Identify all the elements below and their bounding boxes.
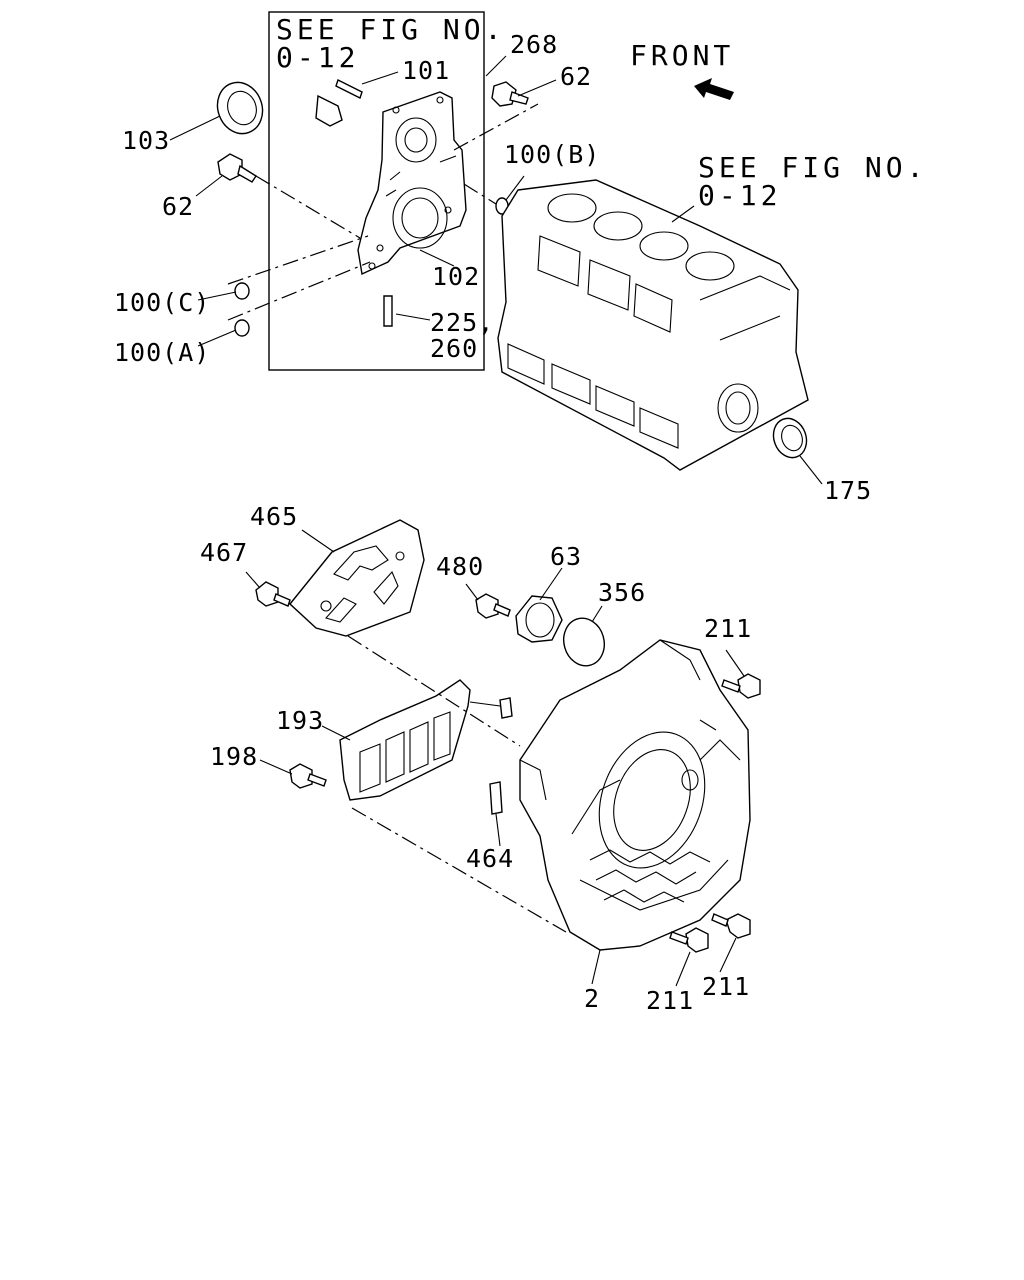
callout-62-top: 62 (560, 62, 593, 91)
oil-seal-103 (216, 81, 264, 135)
o-ring-100a (234, 319, 250, 337)
bracket-193 (339, 679, 513, 801)
callout-193: 193 (276, 706, 325, 735)
callout-198: 198 (210, 742, 259, 771)
bolt-480 (475, 593, 511, 619)
callout-467: 467 (200, 538, 249, 567)
callout-100b: 100(B) (504, 140, 601, 169)
bolt-211-bottom-right (711, 913, 751, 939)
callout-211-bottom-right: 211 (702, 972, 751, 1001)
flywheel-housing (519, 639, 751, 951)
alignment-lines-top (227, 103, 539, 321)
bolt-467 (255, 581, 291, 607)
bolt-211-top (721, 673, 761, 699)
callout-100a: 100(A) (114, 338, 211, 367)
callout-100c: 100(C) (114, 288, 211, 317)
callout-63: 63 (550, 542, 583, 571)
see-fig-label-block: SEE FIG NO. 0-12 (698, 151, 928, 212)
alignment-lines-bottom (347, 635, 567, 933)
callout-102: 102 (432, 262, 481, 291)
callout-103: 103 (122, 126, 171, 155)
bolt-198 (289, 763, 327, 789)
inset-frame (268, 11, 485, 371)
see-fig-label-cover: SEE FIG NO. 0-12 (276, 13, 506, 74)
callout-268: 268 (510, 30, 559, 59)
stud-bolt-101 (315, 79, 363, 127)
engine-block (497, 179, 809, 471)
gasket-63 (515, 595, 563, 643)
o-ring-356 (563, 617, 605, 667)
callout-356: 356 (598, 578, 647, 607)
callout-480: 480 (436, 552, 485, 581)
front-cover-plate (357, 91, 467, 276)
callout-464: 464 (466, 844, 515, 873)
callout-211-bottom-left: 211 (646, 986, 695, 1015)
callout-101: 101 (402, 56, 451, 85)
callout-211-top: 211 (704, 614, 753, 643)
callout-465: 465 (250, 502, 299, 531)
callout-62-left: 62 (162, 192, 195, 221)
o-ring-100c (234, 282, 250, 300)
callout-175: 175 (824, 476, 873, 505)
stud-225-260 (383, 295, 393, 327)
cover-plate-465 (289, 519, 425, 637)
bolt-62-top (491, 81, 529, 107)
callout-2: 2 (584, 984, 601, 1013)
bolt-62-left (217, 153, 257, 183)
callout-225-260: 225, 260 (430, 308, 495, 364)
front-arrow-icon (694, 78, 734, 100)
oil-seal-175 (772, 417, 808, 459)
leader-lines (169, 55, 823, 987)
front-label: FRONT (630, 39, 735, 72)
dowel-pin-464 (489, 781, 503, 815)
bolt-211-bottom-left (669, 927, 709, 953)
